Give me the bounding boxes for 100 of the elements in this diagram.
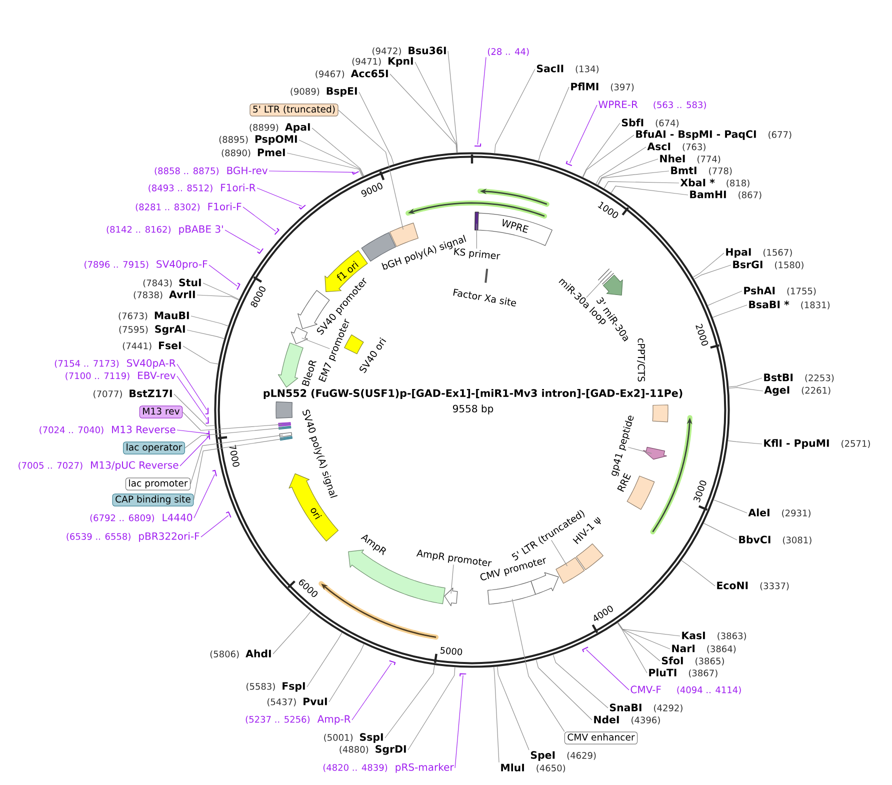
- leader-line: [604, 181, 680, 189]
- restriction-site-label: AleI (2931): [748, 508, 810, 518]
- restriction-site-label: AscI (763): [647, 142, 706, 152]
- leader-line: [176, 430, 208, 434]
- leader-line: [358, 92, 394, 165]
- tick-label: 9000: [361, 182, 382, 197]
- leader-line: [224, 230, 260, 250]
- primer-site-mark: [298, 204, 306, 210]
- leader-line: [272, 610, 312, 654]
- restriction-site-label: BsaBI * (1831): [749, 300, 830, 310]
- leader-line: [477, 56, 486, 145]
- restriction-site-label: NarI (3864): [672, 644, 736, 654]
- leader-line: [298, 140, 364, 177]
- restriction-site-label: (9467) Acc65I: [316, 70, 388, 78]
- primer-label: (8281 .. 8302) F1ori-F: [136, 202, 242, 212]
- restriction-site-label: SbfI (674): [622, 118, 679, 128]
- leader-line: [476, 223, 477, 249]
- feature-label: lac operator: [123, 442, 185, 454]
- primer-site-mark: [212, 470, 217, 477]
- restriction-site-label: XbaI * (818): [680, 178, 750, 188]
- restriction-site-label: (5001) SspI: [324, 733, 383, 743]
- leader-line: [617, 622, 660, 662]
- feature-label: ori: [310, 508, 322, 520]
- primer-label: (8493 .. 8512) F1ori-R: [148, 184, 256, 192]
- leader-line: [494, 68, 536, 154]
- leader-line: [180, 436, 208, 466]
- primer-label: (7024 .. 7040) M13 Reverse: [40, 426, 176, 434]
- restriction-site-label: AgeI (2261): [764, 386, 830, 396]
- leader-line: [538, 86, 570, 162]
- restriction-site-label: PluTI (3867): [649, 668, 718, 678]
- leader-line: [582, 122, 620, 178]
- leader-line: [597, 158, 658, 186]
- feature-label: Factor Xa site: [453, 288, 516, 306]
- feature-box: [556, 557, 585, 584]
- leader-line: [610, 186, 688, 196]
- restriction-site-label: (8890) PmeI: [222, 148, 285, 158]
- primer-site-mark: [256, 248, 264, 254]
- primer-label: (4820 .. 4839) pRS-marker: [323, 763, 454, 773]
- restriction-site-label: EcoNI (3337): [717, 582, 789, 590]
- primer-label: (7896 .. 7915) SV40pro-F: [84, 260, 208, 270]
- leader-line: [598, 170, 670, 186]
- leader-line: [628, 446, 652, 454]
- restriction-site-label: (5806) AhdI: [210, 650, 271, 658]
- restriction-site-label: KflI - PpuMI (2571): [764, 439, 870, 449]
- restriction-site-label: BamHI (867): [690, 190, 762, 200]
- restriction-site-label: BsrGI (1580): [733, 260, 804, 270]
- leader-line: [174, 394, 215, 426]
- leader-line: [328, 644, 364, 702]
- primer-site-mark: [206, 430, 210, 438]
- feature-mark: [280, 436, 293, 441]
- feature-label: KS primer: [454, 248, 500, 260]
- restriction-site-label: (7441) FseI: [122, 342, 181, 350]
- feature-mark: [278, 426, 292, 430]
- primer-site-mark: [388, 660, 396, 666]
- leader-line: [306, 632, 342, 688]
- leader-line: [586, 649, 630, 690]
- primer-site-mark: [582, 646, 589, 653]
- leader-line: [186, 330, 225, 339]
- reading-frame: [650, 415, 692, 534]
- restriction-site-label: (9089) BspEI: [290, 87, 357, 97]
- restriction-site-label: PshAI (1755): [744, 286, 816, 296]
- feature-label: M13 rev: [139, 406, 183, 418]
- leader-line: [302, 338, 330, 350]
- leader-line: [312, 128, 364, 176]
- feature-box: [390, 222, 418, 247]
- leader-line: [242, 206, 276, 232]
- feature-mark: [279, 432, 292, 438]
- primer-site-mark: [274, 228, 280, 235]
- primer-label: (5237 .. 5256) Amp-R: [246, 715, 351, 725]
- restriction-site-label: NheI (774): [660, 154, 720, 164]
- leader-line: [190, 316, 229, 326]
- restriction-site-label: MluI (4650): [501, 764, 566, 772]
- primer-label: (7005 .. 7027) M13/pUC Reverse: [18, 461, 178, 471]
- primer-site-mark: [205, 416, 209, 424]
- primer-site-mark: [236, 282, 240, 290]
- leader-line: [692, 252, 724, 278]
- restriction-site-label: (5437) PvuI: [267, 698, 327, 706]
- reading-frame: [406, 200, 547, 219]
- leader-line: [176, 376, 208, 420]
- feature-label: lac promoter: [125, 478, 191, 490]
- restriction-site-label: (7077) BstZ17I: [94, 390, 172, 398]
- restriction-site-label: SfoI (3865): [662, 656, 724, 666]
- leader-line: [569, 104, 598, 164]
- leader-line: [552, 654, 608, 708]
- leader-line: [582, 134, 634, 178]
- leader-line: [494, 666, 500, 763]
- restriction-site-label: (7838) AvrII: [134, 290, 195, 300]
- directional-feature: [290, 327, 308, 344]
- reading-frame: [478, 188, 550, 207]
- feature-label: CMV enhancer: [564, 732, 638, 744]
- feature-box: [487, 580, 536, 605]
- tick-label: 7000: [229, 444, 240, 467]
- leader-line: [536, 659, 592, 720]
- leader-line: [713, 500, 748, 514]
- restriction-site-label: (7595) SgrAI: [119, 325, 185, 335]
- feature-label: cPPT/CTS: [637, 338, 645, 382]
- leader-line: [268, 170, 356, 173]
- restriction-site-label: (9471) KpnI: [352, 57, 413, 67]
- leader-line: [712, 304, 748, 318]
- restriction-site-label: (7673) MauBI: [118, 312, 189, 320]
